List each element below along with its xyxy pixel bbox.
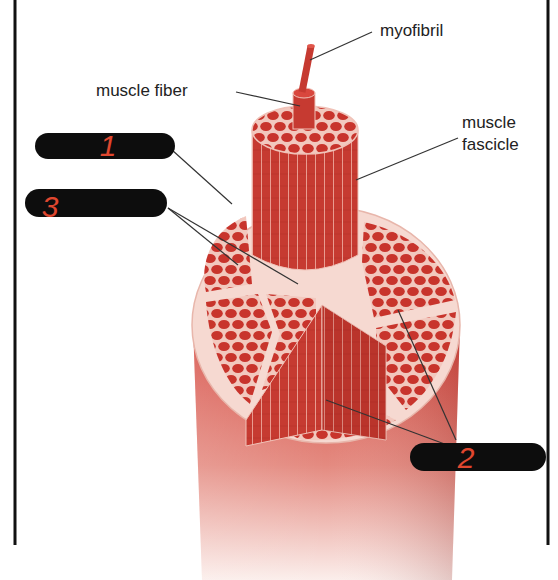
leader-line <box>236 92 300 106</box>
part-label: myofibril <box>380 20 500 42</box>
cutaway-face <box>322 305 386 440</box>
leader-line <box>168 208 238 265</box>
fascicle-section <box>362 222 455 318</box>
frame-line <box>14 0 17 545</box>
frame-line <box>547 0 550 545</box>
fascicle-section <box>206 294 272 404</box>
leader-line <box>168 208 298 284</box>
part-label: muscle fiber <box>96 80 236 102</box>
fascicle-section <box>204 216 252 292</box>
cutaway-shade <box>322 305 386 440</box>
leader-line <box>310 32 372 60</box>
leader-line <box>326 400 450 446</box>
redaction-blob <box>410 443 546 471</box>
callout-number: 3 <box>42 192 59 222</box>
cutaway-face <box>246 305 322 446</box>
fascicle-section <box>376 312 456 410</box>
myofibril-rod <box>302 46 311 92</box>
part-label: muscle fascicle <box>462 112 540 156</box>
leader-line <box>356 138 458 180</box>
callout-number: 2 <box>458 443 475 473</box>
leader-line <box>172 150 232 204</box>
myofibril-tip <box>307 44 315 48</box>
leader-line <box>398 310 456 440</box>
callout-number: 1 <box>100 131 117 161</box>
